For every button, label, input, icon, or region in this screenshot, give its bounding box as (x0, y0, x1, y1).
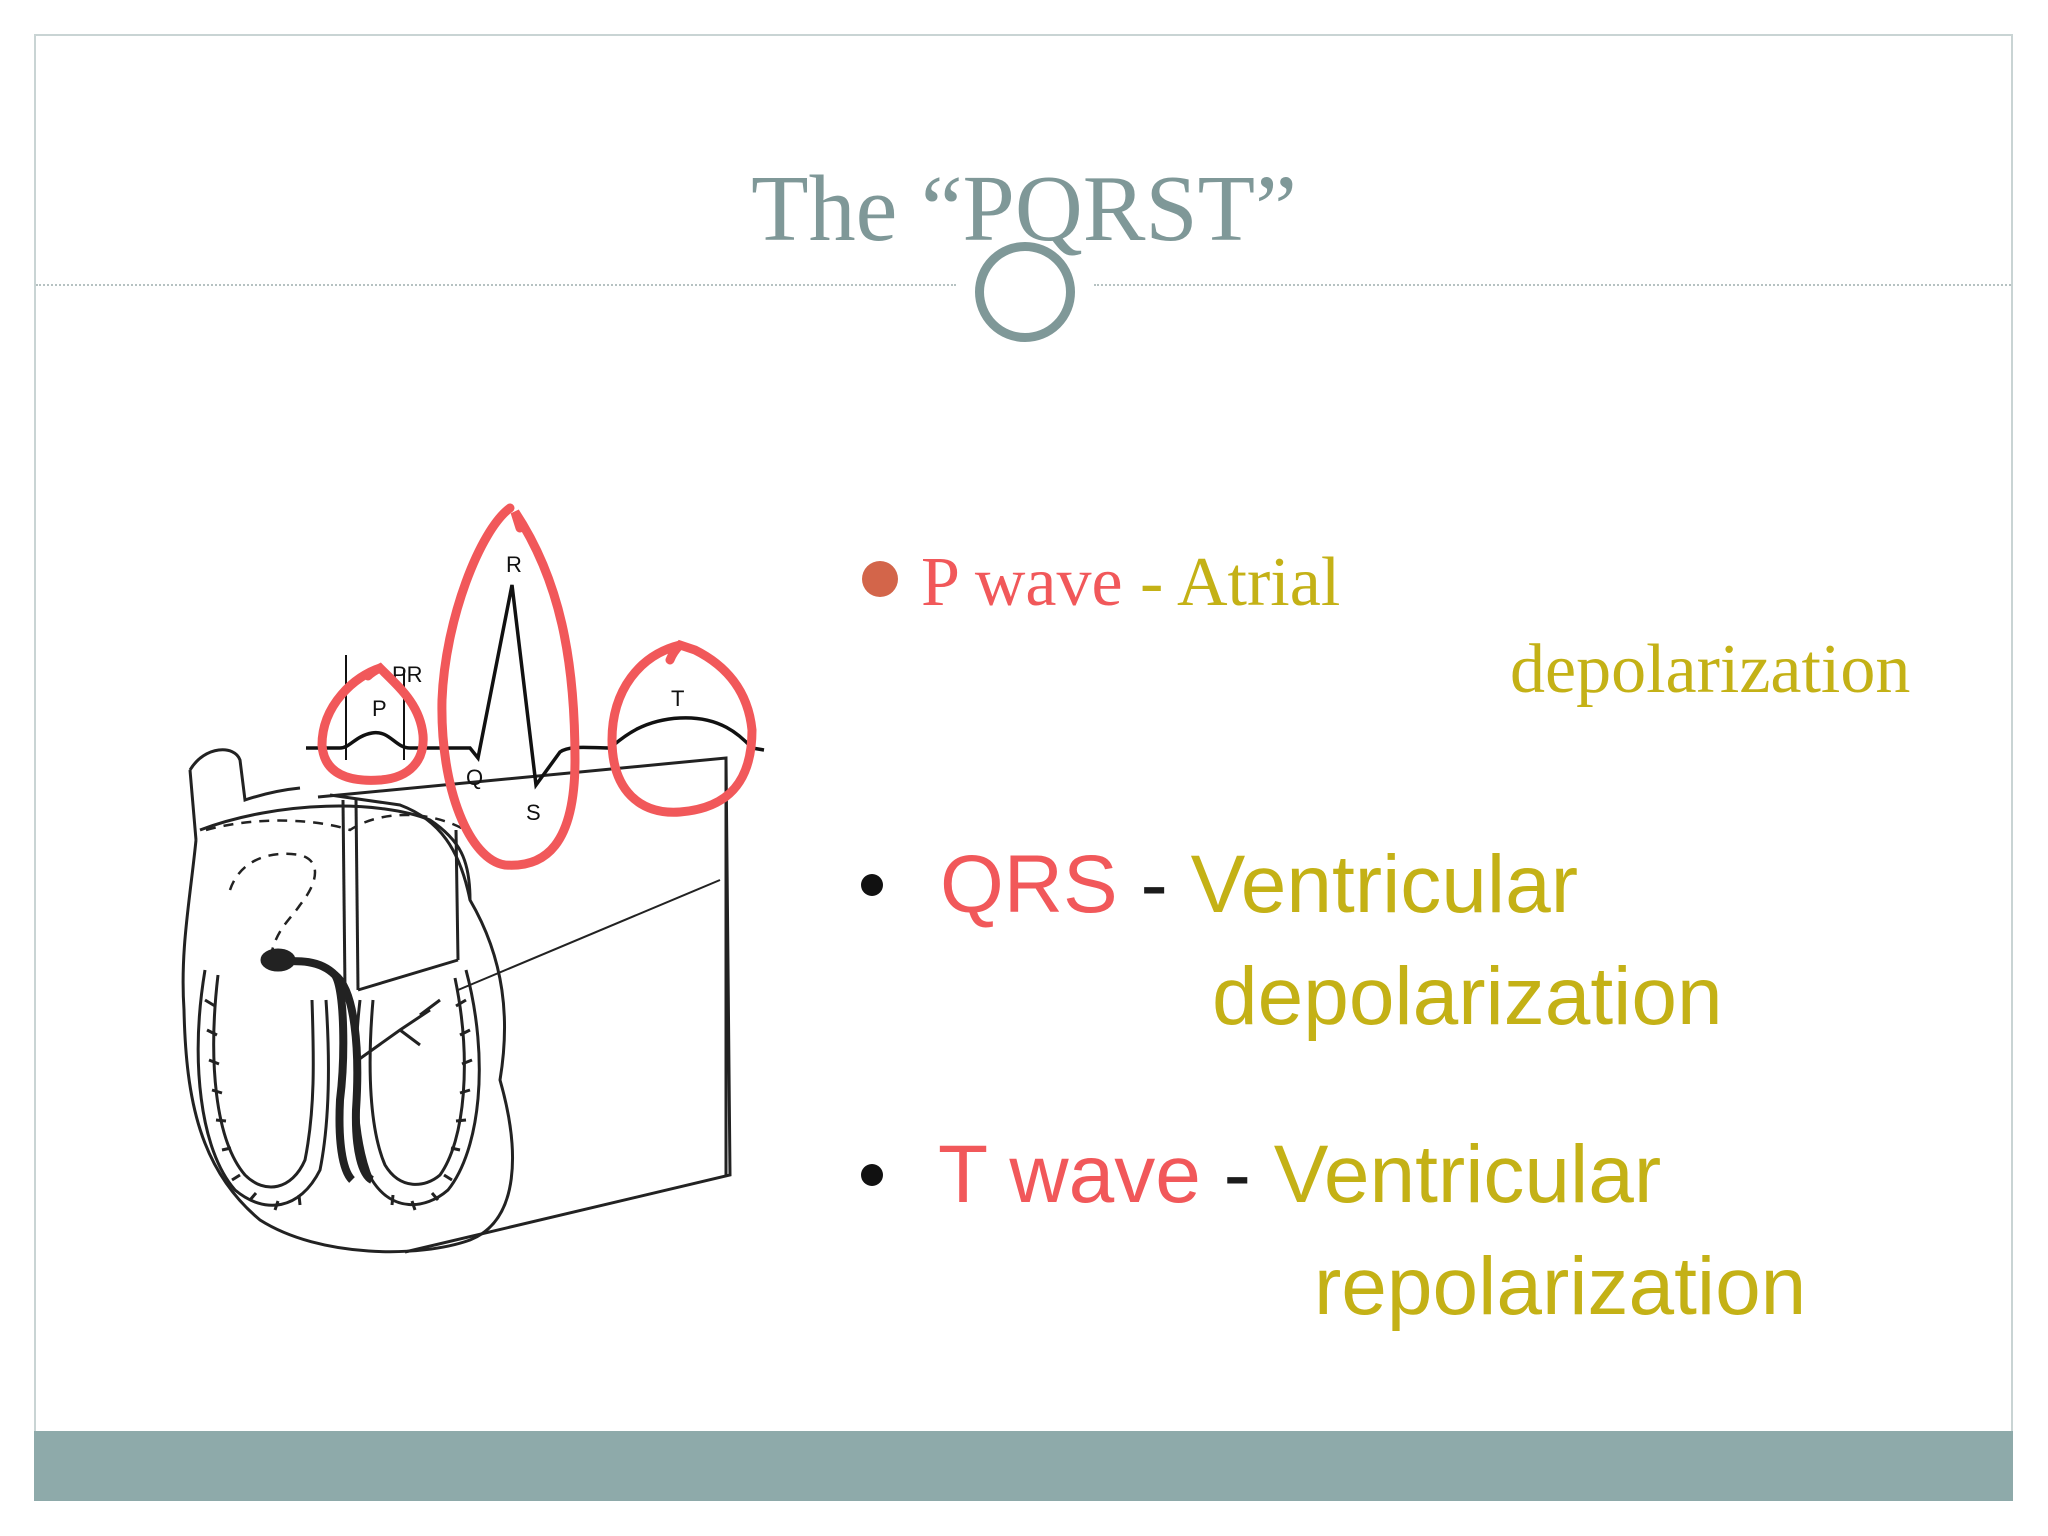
ecg-label-p: P (372, 696, 387, 721)
bullet-qrs-marker (861, 874, 883, 896)
bullet-t-wave-line1: T wave - Ventricular (938, 1128, 1661, 1222)
ecg-label-q: Q (466, 765, 483, 790)
term-t-wave: T wave (938, 1129, 1201, 1220)
separator-p-wave: - (1140, 544, 1164, 621)
ecg-label-t: T (671, 686, 684, 711)
separator-t-wave: - (1223, 1129, 1251, 1220)
term-qrs: QRS (940, 839, 1118, 930)
qrs-highlight-circle (437, 503, 580, 870)
p-wave-highlight-circle (317, 662, 428, 785)
ecg-trace-icon (306, 584, 765, 790)
desc-qrs-line1: Ventricular (1190, 839, 1579, 930)
t-wave-highlight-circle (607, 639, 757, 817)
desc-p-wave-line2: depolarization (1510, 631, 1911, 708)
heart-conduction-diagram-icon (181, 748, 732, 1254)
highlight-circles (317, 503, 757, 870)
desc-qrs-line2: depolarization (1212, 951, 1723, 1042)
desc-t-wave-line2: repolarization (1314, 1241, 1807, 1332)
bullet-t-wave-marker (861, 1164, 883, 1186)
title-ring-ornament (975, 242, 1075, 342)
bullet-qrs-line1: QRS - Ventricular (940, 838, 1578, 932)
footer-accent-bar (34, 1431, 2013, 1501)
ecg-label-r: R (506, 552, 522, 577)
desc-t-wave-line1: Ventricular (1273, 1129, 1662, 1220)
ecg-labels: P PR R Q S T (372, 552, 684, 825)
separator-qrs: - (1140, 839, 1168, 930)
desc-p-wave-line1: Atrial (1176, 544, 1341, 621)
bullet-p-wave-line1: P wave - Atrial (921, 543, 1340, 623)
ecg-label-s: S (526, 800, 541, 825)
title-divider-left (36, 284, 956, 286)
bullet-dot (862, 561, 898, 597)
term-p-wave: P wave (921, 544, 1123, 621)
title-divider-right (1094, 284, 2011, 286)
